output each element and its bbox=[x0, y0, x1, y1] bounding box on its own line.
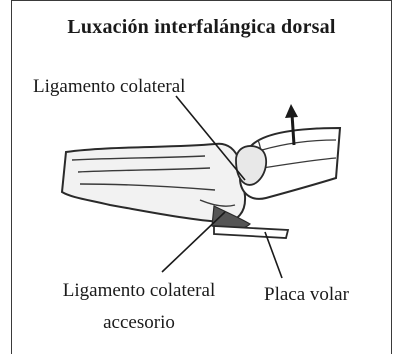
volar-plate bbox=[214, 226, 288, 238]
label-accessory-line1: Ligamento colateral bbox=[44, 279, 234, 303]
label-collateral-ligament: Ligamento colateral bbox=[33, 75, 185, 99]
leader-volar bbox=[265, 232, 282, 278]
label-volar-plate: Placa volar bbox=[264, 283, 349, 307]
label-accessory-collateral-ligament: Ligamento colateral accesorio bbox=[44, 279, 234, 335]
leader-accessory bbox=[162, 212, 225, 272]
label-accessory-line2: accesorio bbox=[44, 311, 234, 335]
